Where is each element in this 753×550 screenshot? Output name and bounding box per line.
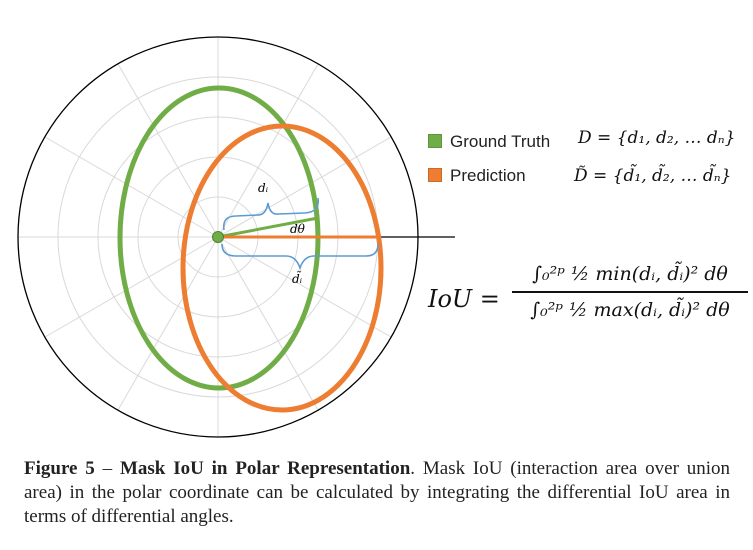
legend-prediction: Prediction: [428, 166, 526, 186]
ground-truth-definition: D = {d₁, d₂, … dₙ}: [578, 128, 736, 148]
caption-body: . Mask IoU (interaction area over union …: [24, 458, 731, 527]
figure-caption: Figure 5 – Mask IoU in Polar Representat…: [24, 457, 730, 529]
d-i-brace: [222, 197, 320, 231]
iou-fraction: ∫₀²ᵖ ½ min(dᵢ, d̃ᵢ)² dθ ∫₀²ᵖ ½ max(dᵢ, d…: [512, 263, 748, 321]
iou-numerator: ∫₀²ᵖ ½ min(dᵢ, d̃ᵢ)² dθ: [532, 263, 728, 285]
legend-ground-truth: Ground Truth: [428, 132, 550, 152]
iou-denominator: ∫₀²ᵖ ½ max(dᵢ, d̃ᵢ)² dθ: [530, 298, 730, 321]
polar-iou-diagram: dᵢ dθ d̃ᵢ: [17, 36, 455, 438]
prediction-swatch: [428, 168, 442, 182]
d-i-label: dᵢ: [258, 181, 269, 195]
legend-label-prediction: Prediction: [450, 166, 526, 185]
fraction-bar: [512, 291, 748, 293]
d-theta-label: dθ: [290, 222, 306, 236]
prediction-contour: [180, 123, 384, 413]
caption-dash: –: [94, 458, 120, 479]
caption-title: Mask IoU in Polar Representation: [119, 458, 411, 479]
prediction-definition: D̃ = {d̃₁, d̃₂, … d̃ₙ}: [574, 166, 732, 186]
iou-lhs: IoU =: [428, 285, 500, 313]
caption-figure-label: Figure 5: [24, 458, 95, 479]
origin-point: [212, 231, 224, 243]
ground-truth-ray: [217, 216, 319, 239]
ground-truth-swatch: [428, 134, 442, 148]
legend-label-ground-truth: Ground Truth: [450, 132, 551, 151]
d-tilde-i-brace: [221, 243, 379, 271]
d-tilde-i-label: d̃ᵢ: [292, 270, 303, 286]
